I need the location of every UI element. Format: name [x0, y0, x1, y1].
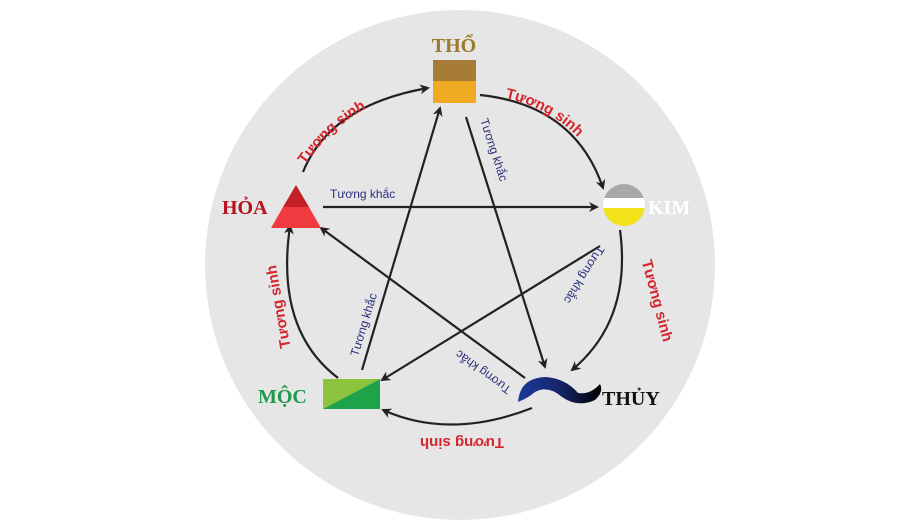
- arrow-moc-to-tho: [360, 106, 443, 371]
- arrow-tho-to-thuy: [464, 116, 548, 369]
- hoa-triangle-icon: [271, 185, 321, 228]
- arrow-kim-to-thuy: [570, 229, 624, 372]
- moc-rectangle-icon: [323, 379, 380, 409]
- arrow-thuy-to-hoa: [319, 226, 526, 379]
- arrow-kim-to-moc: [380, 245, 601, 382]
- arrow-hoa-to-tho: [301, 84, 430, 173]
- arrow-thuy-to-moc: [381, 406, 533, 426]
- tho-square-icon: [433, 60, 476, 103]
- element-label-hoa: HỎA: [222, 196, 268, 219]
- element-label-thuy: THỦY: [602, 387, 660, 410]
- element-label-tho: THỔ: [432, 33, 476, 57]
- arrow-moc-to-hoa: [283, 224, 339, 379]
- kim-circle-icon: [603, 184, 645, 226]
- label-thuy-moc: Tương sinh: [420, 434, 504, 451]
- thuy-wave-icon: [518, 377, 602, 404]
- arrow-tho-to-kim: [479, 93, 606, 190]
- element-label-moc: MỘC: [258, 385, 307, 408]
- element-label-kim: KIM: [648, 197, 690, 219]
- label-hoa-kim: Tương khắc: [330, 186, 395, 201]
